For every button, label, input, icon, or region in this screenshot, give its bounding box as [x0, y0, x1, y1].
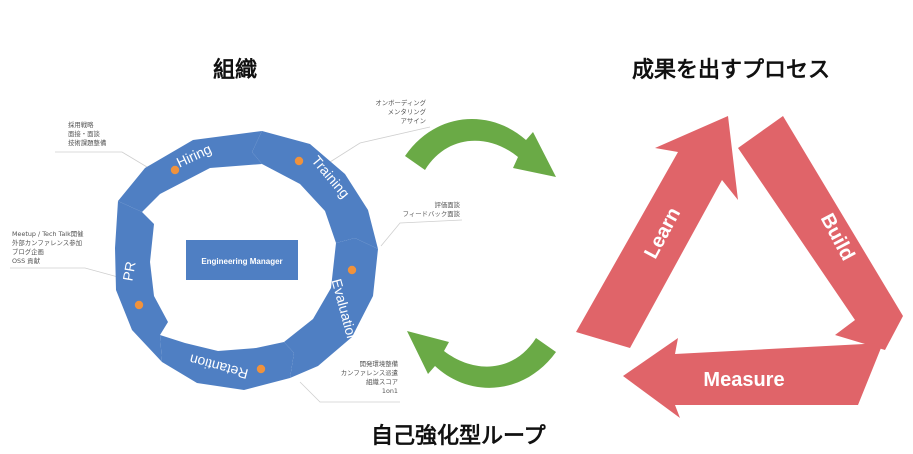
- process-title: 成果を出すプロセス: [632, 58, 831, 83]
- pr-dot: [134, 300, 144, 310]
- training-dot: [294, 156, 304, 166]
- evaluation-dot: [347, 265, 357, 275]
- hiring-dot: [170, 165, 180, 175]
- note-line: アサイン: [400, 117, 426, 125]
- top-loop-arrow: [405, 119, 556, 177]
- cycle-dots: [134, 156, 357, 374]
- note-line: ブログ企画: [12, 247, 44, 256]
- center-label: Engineering Manager: [201, 257, 282, 266]
- note-line: 評価面談: [434, 200, 460, 209]
- note-line: 1on1: [382, 387, 398, 395]
- note-line: 面接・面談: [68, 129, 101, 138]
- center-box: [186, 240, 298, 280]
- segment-training: [252, 131, 378, 249]
- measure-arrow: [623, 338, 883, 418]
- notes-pr: Meetup / Tech Talk開催 外部カンファレンス参加 ブログ企画 O…: [12, 229, 84, 265]
- note-line: 開発環境整備: [360, 359, 399, 368]
- segment-evaluation: [284, 238, 378, 378]
- note-line: メンタリング: [388, 107, 427, 116]
- note-line: 採用戦略: [68, 120, 94, 129]
- notes-training: オンボーディング メンタリング アサイン: [375, 98, 426, 125]
- note-line: OSS 貢献: [12, 256, 41, 265]
- learn-arrow: [576, 116, 738, 348]
- engineering-cycle: Engineering Manager Hiring Training Eval…: [10, 98, 463, 403]
- note-line: 外部カンファレンス参加: [12, 238, 82, 247]
- note-line: Meetup / Tech Talk開催: [12, 229, 84, 238]
- note-line: フィードバック面談: [403, 209, 461, 218]
- notes-retention: 開発環境整備 カンファレンス派遣 組織スコア 1on1: [341, 359, 399, 395]
- build-arrow: [738, 116, 903, 350]
- note-line: 組織スコア: [366, 377, 398, 386]
- loop-title: 自己強化型ループ: [371, 424, 546, 449]
- note-line: 技術課題整備: [68, 138, 107, 147]
- bottom-loop-arrow: [407, 331, 556, 388]
- reinforcing-loop-arrows: [405, 119, 556, 388]
- organization-title: 組織: [213, 58, 258, 83]
- process-triangle: [576, 116, 903, 418]
- segment-pr: [115, 201, 168, 362]
- measure-label: Measure: [703, 369, 784, 391]
- note-line: カンファレンス派遣: [341, 368, 399, 377]
- cycle-leader-lines: [10, 126, 463, 403]
- notes-evaluation: 評価面談 フィードバック面談: [403, 200, 461, 218]
- retention-dot: [256, 364, 266, 374]
- note-line: オンボーディング: [375, 98, 426, 107]
- segment-label-pr: PR: [120, 260, 139, 282]
- notes-hiring: 採用戦略 面接・面談 技術課題整備: [68, 120, 107, 147]
- segment-hiring: [118, 131, 262, 212]
- segment-retention: [160, 335, 294, 390]
